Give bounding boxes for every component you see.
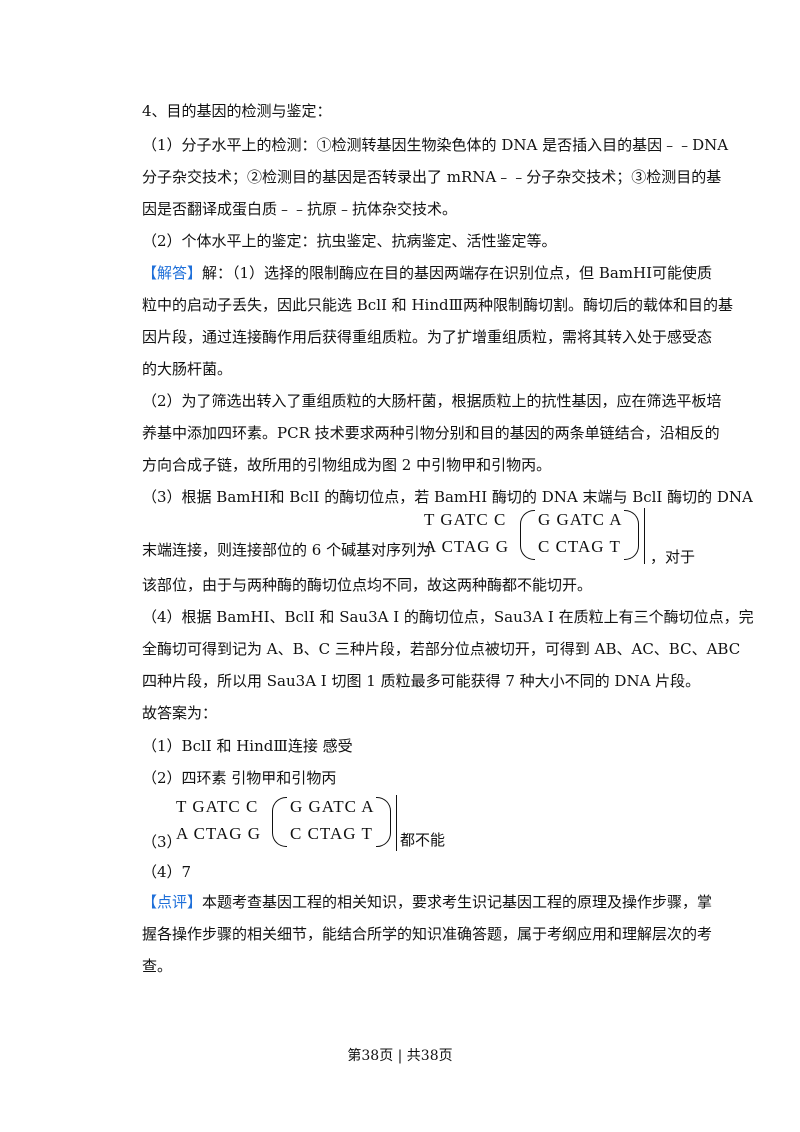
comment-text: 本题考查基因工程的相关知识，要求考生识记基因工程的原理及操作步骤，掌	[202, 893, 713, 911]
comment-tag: 【点评】	[142, 893, 203, 911]
answer-line: 因片段，通过连接酶作用后获得重组质粒。为了扩增重组质粒，需将其转入处于感受态	[142, 328, 713, 346]
answer-line: （3）根据 BamHⅠ和 BclI 的酶切位点，若 BamHI 酶切的 DNA …	[142, 488, 753, 506]
answer-line: 全酶切可得到记为 A、B、C 三种片段，若部分位点被切开，可得到 AB、AC、B…	[142, 640, 741, 658]
text-line: （2）个体水平上的鉴定：抗虫鉴定、抗病鉴定、活性鉴定等。	[142, 232, 557, 250]
text-line: 因是否翻译成蛋白质﹣﹣抗原﹣抗体杂交技术。	[142, 200, 458, 218]
solution-line-prefix: （3）	[142, 833, 182, 851]
answer-text: 解：（1）选择的限制酶应在目的基因两端存在识别位点，但 BamHⅠ可能使质	[202, 264, 713, 282]
solution-line: （4）7	[142, 863, 192, 881]
solution-line-suffix: 都不能	[400, 831, 446, 849]
comment-line: 【点评】本题考查基因工程的相关知识，要求考生识记基因工程的原理及操作步骤，掌	[142, 892, 712, 912]
answer-line: 养基中添加四环素。PCR 技术要求两种引物分别和目的基因的两条单链结合，沿相反的	[142, 424, 720, 442]
solution-heading: 故答案为：	[142, 704, 218, 722]
answer-line: 粒中的启动子丢失，因此只能选 BclI 和 HindⅢ两种限制酶切割。酶切后的载…	[142, 296, 734, 314]
text-line: （1）分子水平上的检测：①检测转基因生物染色体的 DNA 是否插入目的基因﹣﹣D…	[142, 136, 729, 154]
vertical-bar	[396, 795, 397, 851]
solution-line: （1）BclI 和 HindⅢ连接 感受	[142, 737, 353, 755]
sequence-top-right: G GATC A	[290, 797, 375, 816]
text-line: 分子杂交技术；②检测目的基因是否转录出了 mRNA﹣﹣分子杂交技术；③检测目的基	[142, 168, 722, 186]
sequence-top-right: G GATC A	[538, 510, 623, 529]
sequence-figure: T GATC C A CTAG G G GATC A C CTAG T	[420, 508, 650, 564]
comment-line: 查。	[142, 957, 173, 975]
answer-line: 该部位，由于与两种酶的酶切位点均不同，故这两种酶都不能切开。	[142, 576, 593, 594]
section-heading: 4、目的基因的检测与鉴定：	[142, 102, 332, 120]
answer-line: 方向合成子链，故所用的引物组成为图 2 中引物甲和引物丙。	[142, 456, 552, 474]
answer-tag: 【解答】	[142, 264, 203, 282]
solution-line: （2）四环素 引物甲和引物丙	[142, 769, 337, 787]
answer-line: （2）为了筛选出转入了重组质粒的大肠杆菌，根据质粒上的抗性基因，应在筛选平板培	[142, 392, 722, 410]
left-parenthesis	[272, 797, 287, 847]
sequence-top-left: T GATC C	[424, 510, 507, 529]
sequence-bottom-left: A CTAG G	[176, 824, 262, 843]
sequence-bottom-right: C CTAG T	[538, 537, 621, 556]
sequence-figure: T GATC C A CTAG G G GATC A C CTAG T	[172, 795, 402, 851]
sequence-bottom-left: A CTAG G	[424, 537, 510, 556]
right-parenthesis	[624, 510, 639, 560]
page-footer: 第38页 | 共38页	[347, 1048, 453, 1064]
sequence-top-left: T GATC C	[176, 797, 259, 816]
answer-line: 的大肠杆菌。	[142, 360, 233, 378]
answer-line: 四种片段，所以用 Sau3A I 切图 1 质粒最多可能获得 7 种大小不同的 …	[142, 672, 701, 690]
sequence-bottom-right: C CTAG T	[290, 824, 373, 843]
left-parenthesis	[520, 510, 535, 560]
answer-line: 末端连接，则连接部位的 6 个碱基对序列为	[142, 541, 432, 559]
comment-line: 握各操作步骤的相关细节，能结合所学的知识准确答题，属于考纲应用和理解层次的考	[142, 925, 713, 943]
answer-line: （4）根据 BamHⅠ、BclI 和 Sau3A I 的酶切位点，Sau3A I…	[142, 608, 754, 626]
right-parenthesis	[376, 797, 391, 847]
answer-line: 【解答】解：（1）选择的限制酶应在目的基因两端存在识别位点，但 BamHⅠ可能使…	[142, 263, 712, 283]
vertical-bar	[644, 508, 645, 564]
answer-line-suffix: ，对于	[650, 548, 696, 566]
